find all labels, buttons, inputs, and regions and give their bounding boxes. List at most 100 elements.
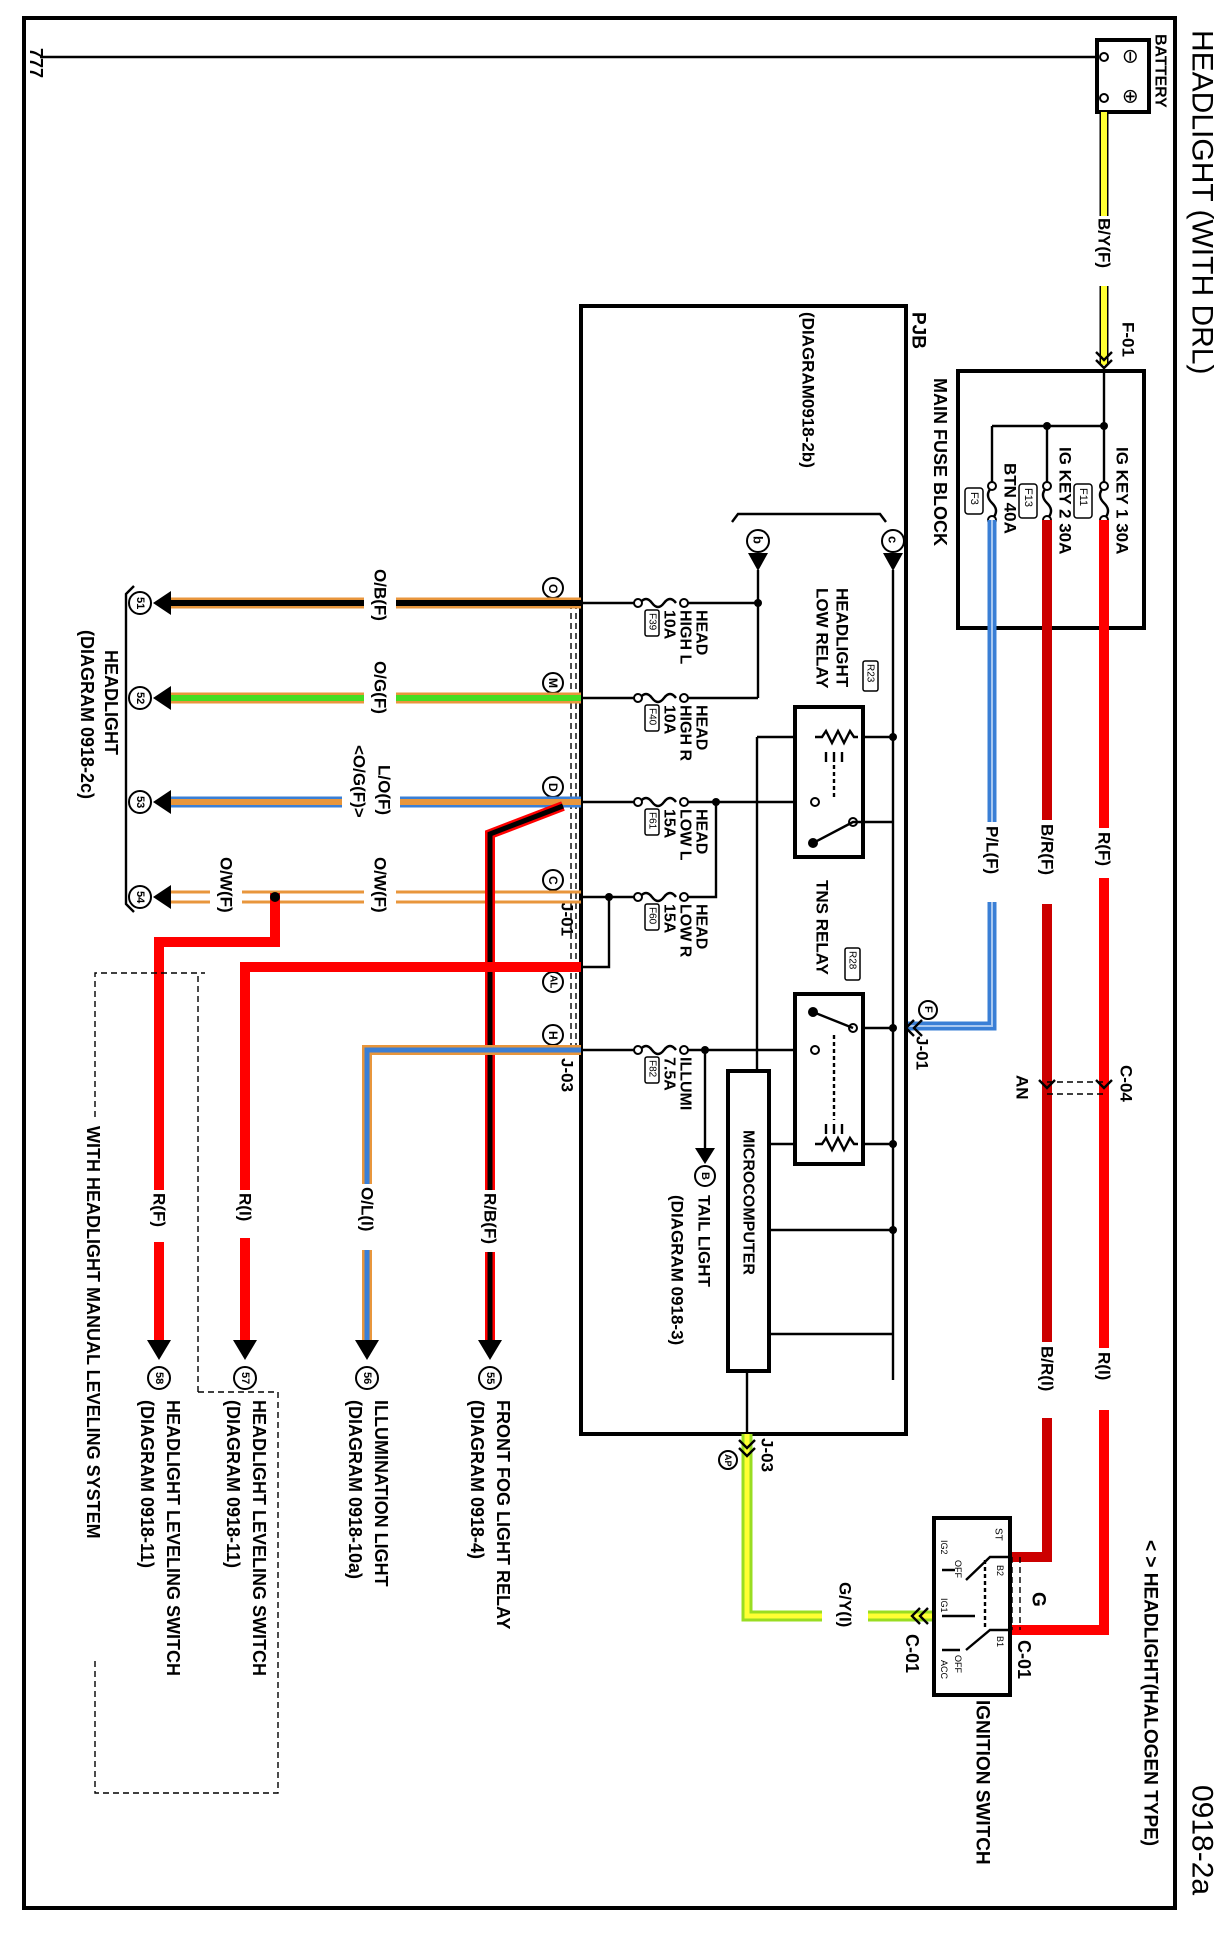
- headlight-pins-2-label: 53: [134, 796, 146, 808]
- ignition-terms-ig1-label: IG1: [939, 1598, 949, 1613]
- pjb-terminals: O M D C AL H J-01 J-03: [542, 577, 577, 1092]
- headlight-l1-label: HEADLIGHT: [101, 650, 121, 755]
- headlight-pins-0-label: 51: [134, 597, 146, 609]
- pjb-tail-l2-label: (DIAGRAM 0918-3): [668, 1195, 687, 1345]
- terminal-f: F: [922, 1006, 934, 1013]
- diagram-title: HEADLIGHT (WITH DRL): [1186, 30, 1219, 374]
- ignition-terms-acc-label: ACC: [939, 1660, 949, 1680]
- ignition-terms-off1-label: OFF: [953, 1560, 963, 1578]
- pjb-low_relay-line1-label: HEADLIGHT: [833, 588, 852, 688]
- pjb-fuses-0-l2-label: HIGH L: [677, 610, 694, 664]
- connector-c04-label: C-04: [1117, 1065, 1136, 1102]
- pjb-c-label: c: [886, 536, 901, 543]
- pjb-label: PJB: [908, 312, 929, 349]
- headlight_wires-lo-label: L/O(F): [375, 765, 394, 815]
- pjb-microcomputer-label: MICROCOMPUTER: [740, 1130, 757, 1275]
- headlight_wires-ob-label: O/B(F): [371, 569, 390, 621]
- headlight-wires: O/B(F) O/G(F) L/O(F) <O/G(F)> O/W(F) O/W…: [153, 566, 581, 934]
- pjb-tail-l1-label: TAIL LIGHT: [695, 1195, 714, 1288]
- outputs-3-l2-label: (DIAGRAM 0918-11): [137, 1400, 157, 1568]
- outputs-1-l1-label: ILLUMINATION LIGHT: [371, 1400, 391, 1587]
- outputs-2-pin-label: 57: [239, 1372, 251, 1384]
- manual-leveling-note: WITH HEADLIGHT MANUAL LEVELING SYSTEM: [83, 1126, 103, 1539]
- headlight-pins-1-label: 52: [134, 692, 146, 704]
- ignition-terms-ig2-label: IG2: [939, 1540, 949, 1555]
- connector-c01-right: C-01: [1014, 1640, 1034, 1679]
- connector-j01-right: J-01: [913, 1036, 932, 1070]
- pjb-fuses-3-l3-label: 15A: [661, 904, 678, 934]
- pjb-ap_term-label: AP: [723, 1454, 733, 1467]
- pjb-fuses-0-l1-label: HEAD: [693, 610, 710, 655]
- headlight_wires-og-label: O/G(F): [371, 661, 390, 714]
- wires_top-r_i-label: R(I): [1095, 1352, 1114, 1380]
- pjb-terminals-5-label: H: [546, 1031, 560, 1040]
- ignition-wire-label: G/Y(I): [836, 1582, 855, 1627]
- pjb-ref: (DIAGRAM0918-2b): [799, 312, 818, 468]
- pjb-tns_relay-label-label: TNS RELAY: [813, 880, 832, 975]
- connector-g-label: G: [1028, 1592, 1049, 1607]
- battery: ⊖ ⊕ BATTERY: [1095, 34, 1169, 114]
- pjb-fuses-2-l2-label: LOW L: [677, 809, 694, 861]
- headlight_wires-lo_alt-label: <O/G(F)>: [350, 745, 369, 818]
- main-fuse-block: MAIN FUSE BLOCK IG KEY 1 30A F11 IG KEY …: [930, 369, 1146, 630]
- pjb-tail-term-label: B: [699, 1172, 711, 1180]
- wire-p-l: P/L(F): [906, 520, 1006, 1031]
- connector-c04: [1047, 1081, 1104, 1095]
- pjb-tns_relay-id-label: R28: [847, 951, 858, 970]
- headlight_wires-ow2-label: O/W(F): [217, 857, 236, 913]
- pjb-low_relay-line2-label: LOW RELAY: [813, 588, 832, 689]
- wires_top-br_i-label: B/R(I): [1038, 1346, 1057, 1391]
- ref-b: [746, 529, 770, 553]
- wire-b-y: B/Y(F) F-01: [1092, 112, 1138, 370]
- outputs-2-l1-label: HEADLIGHT LEVELING SWITCH: [249, 1400, 269, 1676]
- pjb-terminals-0-label: O: [546, 584, 560, 593]
- tail-light-terminal: [694, 1165, 716, 1187]
- battery_wire-label-label: B/Y(F): [1095, 218, 1114, 268]
- connector-j01: J-01: [558, 902, 577, 936]
- pjb-terminals-4-label: AL: [548, 975, 559, 988]
- pjb-fuses-4-l2-label: 7.5A: [661, 1057, 678, 1091]
- battery-label: BATTERY: [1152, 34, 1169, 108]
- outputs-1-wire-label: O/L(I): [358, 1187, 377, 1231]
- main_fuse_block-fuses-2-id-label: F3: [968, 492, 980, 505]
- pjb-fuses-0-id-label: F39: [647, 613, 658, 631]
- headlight-l2-label: (DIAGRAM 0918-2c): [77, 630, 97, 799]
- wires_top-br_f-label: B/R(F): [1038, 824, 1057, 875]
- wires_top-r_f-label: R(F): [1095, 832, 1114, 866]
- pjb-fuses-4-l1-label: ILLUMI: [677, 1057, 694, 1110]
- pjb-b-label: b: [751, 536, 766, 544]
- pjb-fuses-2-id-label: F61: [647, 812, 658, 830]
- wire-g-y: AP J-03 G/Y(I) C-01: [718, 1434, 934, 1673]
- wire-b-r: B/R(F) B/R(I): [1012, 520, 1061, 1562]
- microcomputer: [726, 1069, 771, 1373]
- pjb-fuses-4-id-label: F82: [647, 1060, 658, 1078]
- pjb-fuses-1-l3-label: 10A: [661, 705, 678, 735]
- pjb-low_relay-id-label: R23: [865, 664, 876, 683]
- ignition-switch-label: IGNITION SWITCH: [972, 1700, 993, 1865]
- fuse-ig-key2: IG KEY 2 30A: [1056, 447, 1075, 554]
- outputs-0-wire-label: R/B(F): [481, 1193, 500, 1244]
- fuse-ig-key1: IG KEY 1 30A: [1113, 447, 1132, 554]
- ignition-switch: ST IG2 B2 OFF IG1 B1 ACC OFF G C-01 IGNI…: [932, 1516, 1049, 1865]
- battery-negative-icon: ⊖: [1119, 48, 1141, 65]
- headlight-pins-3-label: 54: [134, 891, 146, 904]
- fuse-btn: BTN 40A: [1001, 463, 1020, 534]
- connector-c01-left: C-01: [902, 1634, 922, 1673]
- pjb-fuses-0-l3-label: 10A: [661, 610, 678, 640]
- pjb-fuses-1-id-label: F40: [647, 708, 658, 726]
- pjb-fuses-2-l1-label: HEAD: [693, 809, 710, 854]
- pjb-j03-label: J-03: [758, 1438, 777, 1472]
- connector-f01-label: F-01: [1119, 322, 1138, 357]
- outputs-1-l2-label: (DIAGRAM 0918-10a): [345, 1400, 365, 1579]
- ignition-terms-b2-label: B2: [995, 1565, 1005, 1576]
- outputs-1-pin-label: 56: [361, 1372, 373, 1384]
- pjb-fuses-3-l2-label: LOW R: [677, 904, 694, 958]
- headlight_wires-ow-label: O/W(F): [371, 857, 390, 913]
- pjb-fuses-3-l1-label: HEAD: [693, 904, 710, 949]
- outputs-2-wire-label: R(I): [236, 1193, 255, 1221]
- connector-an-label: AN: [1013, 1075, 1032, 1100]
- pjb-terminals-3-label: C: [546, 876, 560, 885]
- page-id: 0918-2a: [1186, 1785, 1219, 1895]
- ref-c: [881, 529, 905, 553]
